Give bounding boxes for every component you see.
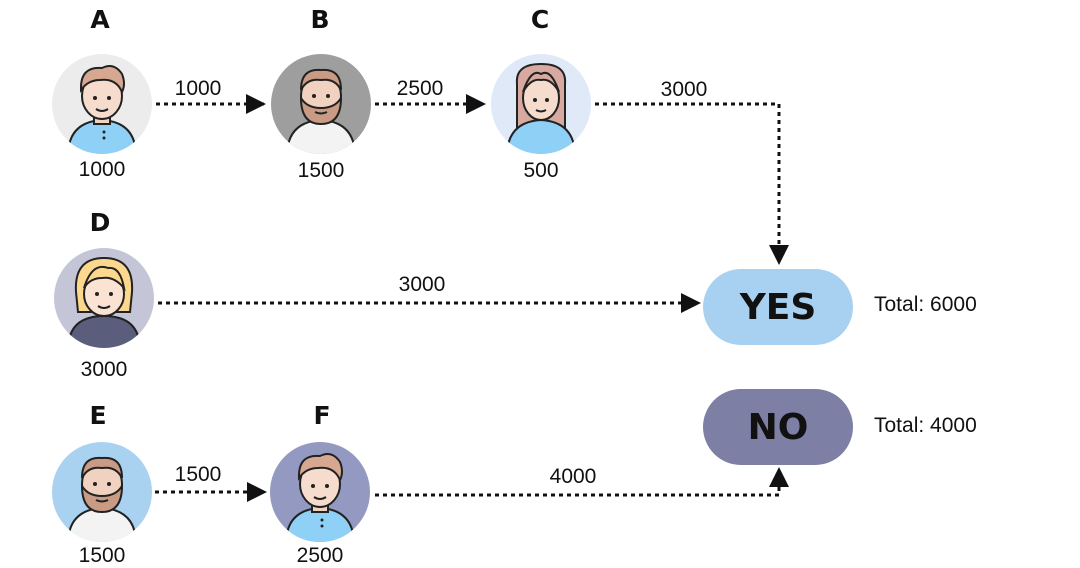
bearded-man-avatar-icon bbox=[271, 54, 371, 154]
yes-total: Total: 6000 bbox=[874, 293, 977, 316]
node-c-value: 500 bbox=[523, 159, 559, 182]
node-d-letter: D bbox=[89, 208, 111, 237]
edge-a-b-label: 1000 bbox=[174, 77, 222, 100]
no-label: NO bbox=[747, 406, 809, 448]
blonde-woman-avatar-icon bbox=[54, 248, 154, 348]
edge-b-c-label: 2500 bbox=[396, 77, 444, 100]
node-f-letter: F bbox=[313, 401, 331, 430]
no-total: Total: 4000 bbox=[874, 414, 977, 437]
bearded-man-avatar-icon bbox=[52, 442, 152, 542]
node-b-value: 1500 bbox=[297, 159, 345, 182]
node-e-value: 1500 bbox=[78, 544, 126, 567]
edges bbox=[155, 94, 789, 502]
node-a-value: 1000 bbox=[78, 158, 126, 181]
node-a-letter: A bbox=[90, 5, 110, 34]
edge-f-no-label: 4000 bbox=[549, 465, 597, 488]
edge-f-no bbox=[375, 467, 789, 497]
node-b-letter: B bbox=[310, 5, 330, 34]
man-avatar-icon bbox=[270, 442, 370, 542]
yes-label: YES bbox=[739, 286, 817, 328]
edge-e-f-label: 1500 bbox=[174, 463, 222, 486]
node-d-value: 3000 bbox=[80, 358, 128, 381]
man-light-hair-avatar-icon bbox=[52, 54, 152, 154]
long-hair-woman-avatar-icon bbox=[491, 54, 591, 154]
yes-outcome: YES bbox=[703, 269, 853, 345]
node-c-letter: C bbox=[530, 5, 550, 34]
edge-c-yes bbox=[595, 102, 789, 265]
edge-c-yes-label: 3000 bbox=[660, 78, 708, 101]
node-f-value: 2500 bbox=[296, 544, 344, 567]
node-e-letter: E bbox=[89, 401, 107, 430]
no-outcome: NO bbox=[703, 389, 853, 465]
edge-d-yes-label: 3000 bbox=[398, 273, 446, 296]
